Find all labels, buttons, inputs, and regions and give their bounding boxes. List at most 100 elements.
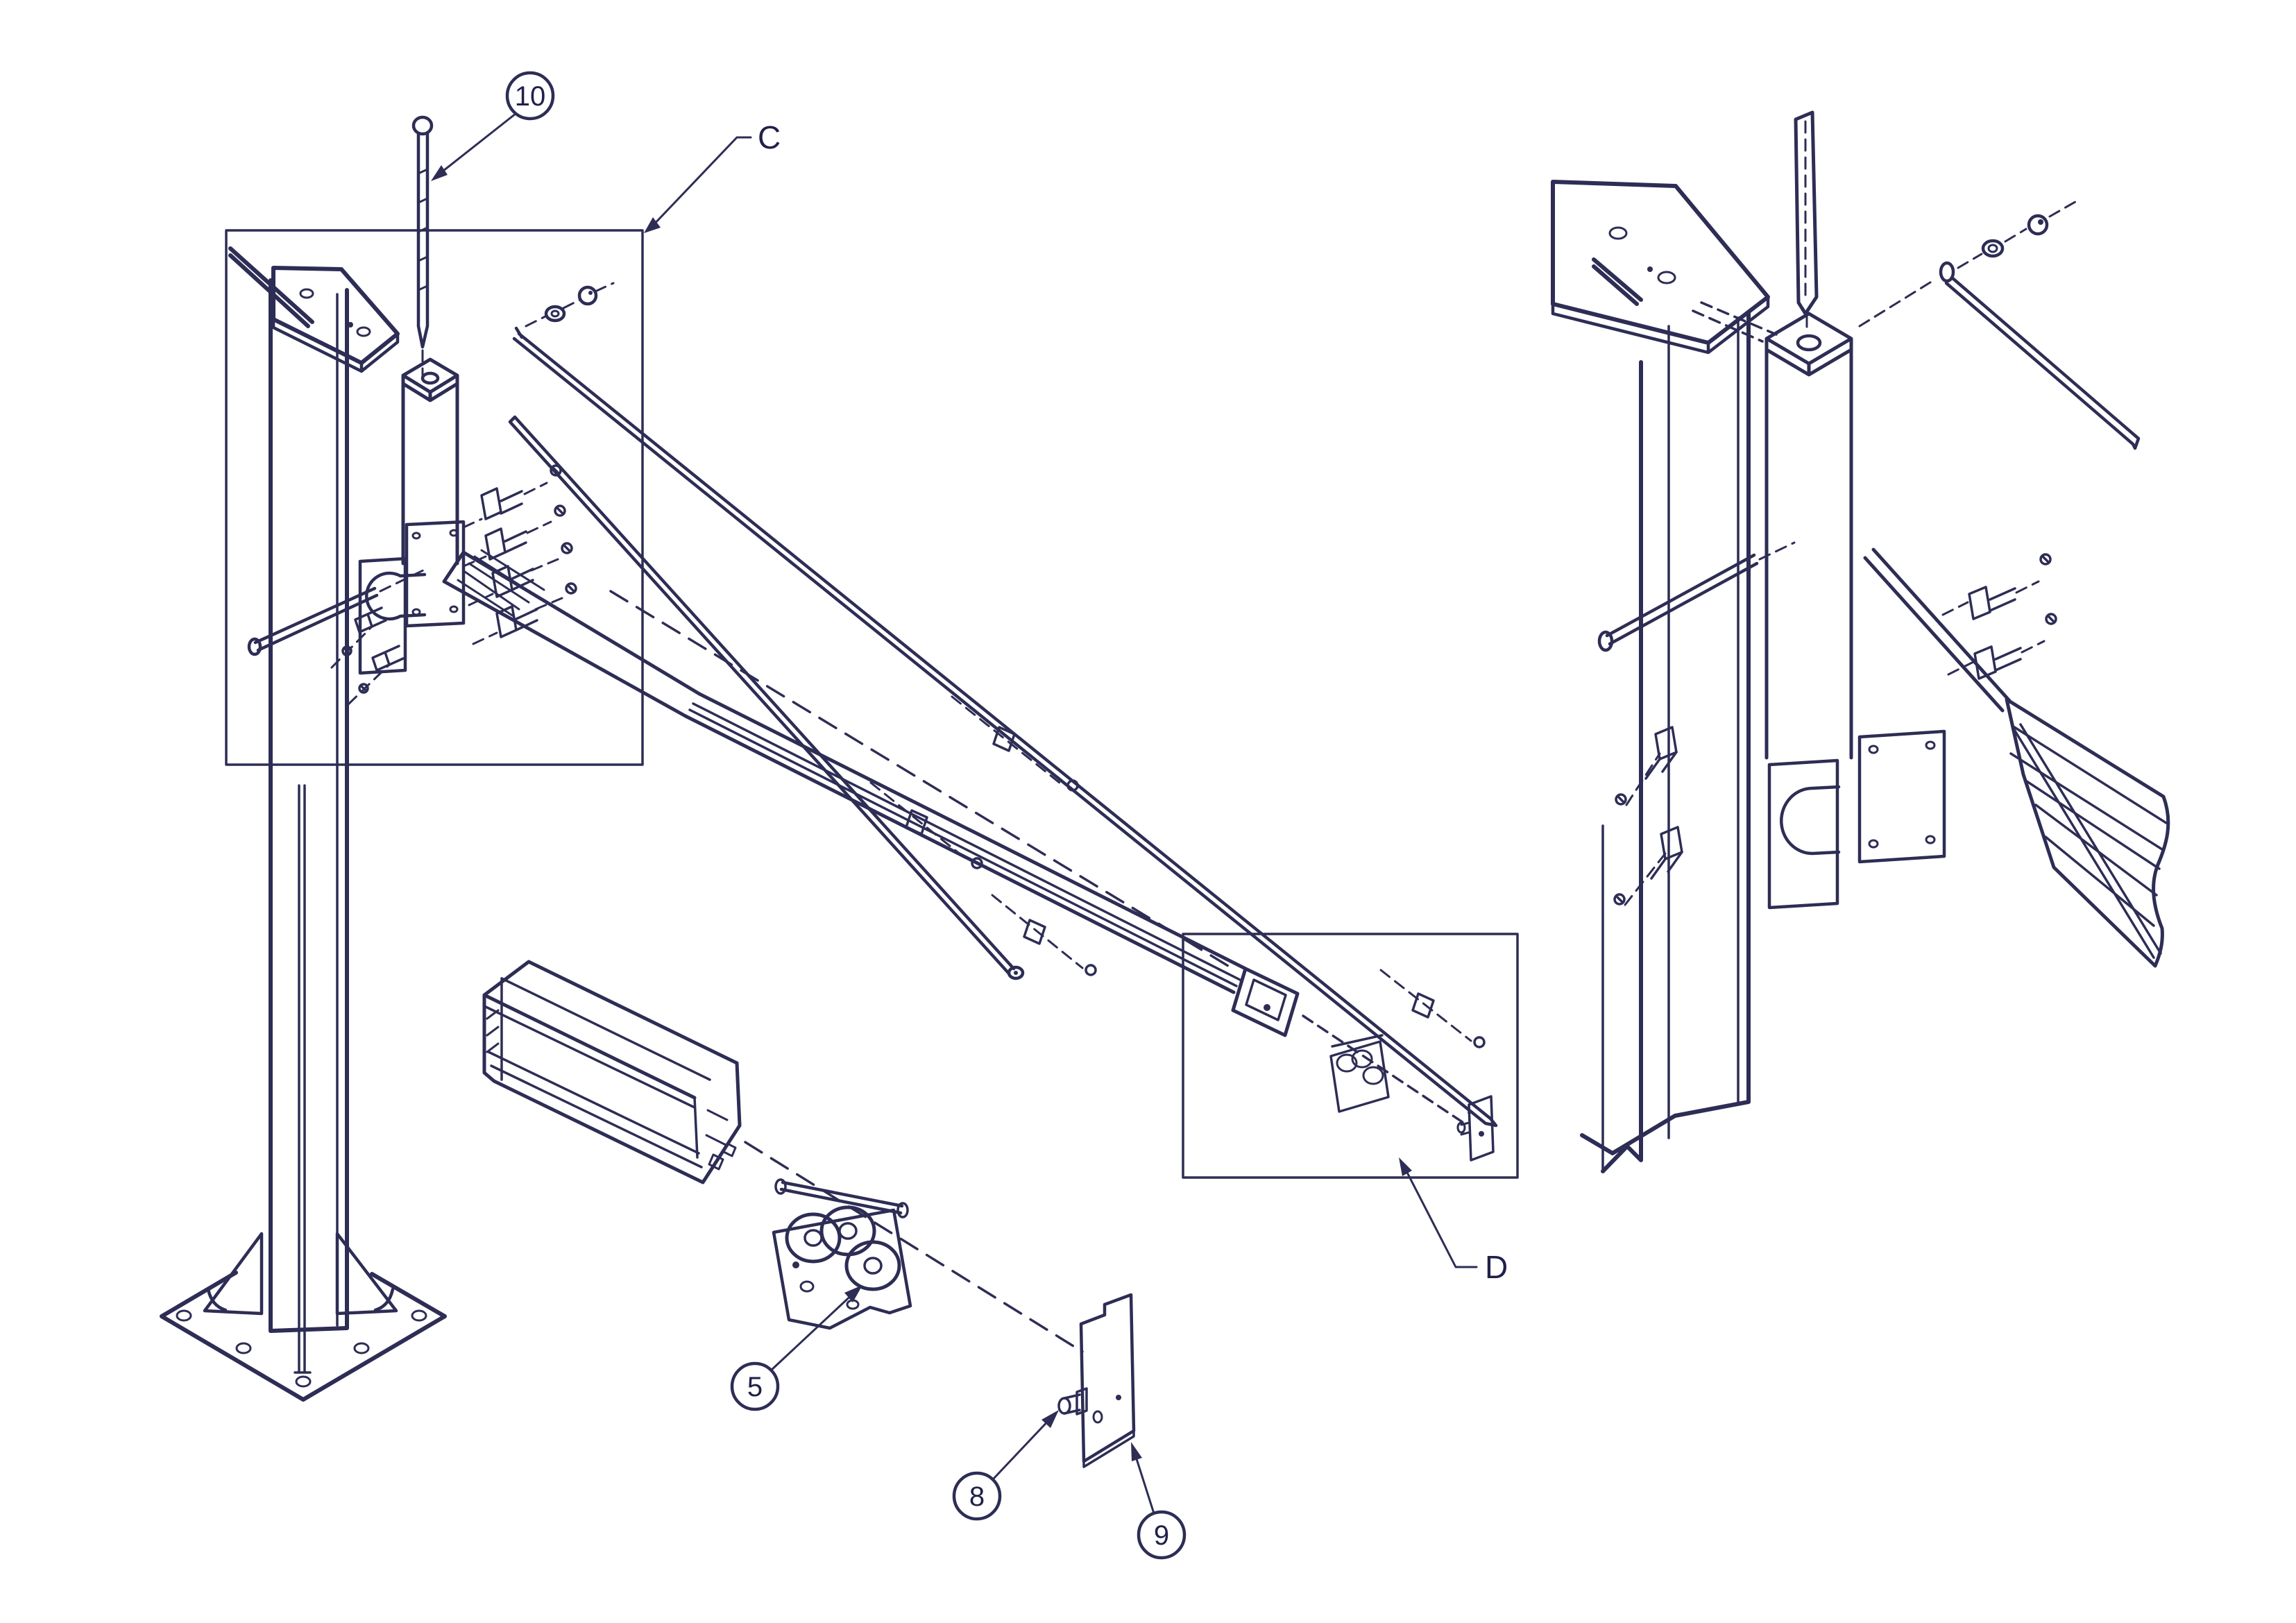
- main-exploded-view: 10 C D 5 8: [160, 71, 1519, 1560]
- arm-end-dot: [1264, 1004, 1270, 1011]
- rod-body: [508, 415, 1016, 976]
- bolt-head: [411, 115, 434, 136]
- u-bolt: [1779, 785, 1841, 856]
- detail-label-c: C: [644, 119, 781, 233]
- plate-hole: [1092, 1410, 1103, 1424]
- top-plate-holes: [299, 288, 371, 337]
- cap-nut-dot: [2038, 219, 2043, 225]
- callout-9: 9: [1131, 1442, 1187, 1560]
- rod-nut-bore: [1987, 244, 1998, 253]
- roller-2: [819, 1205, 876, 1257]
- catch-plate-item9: [1079, 1293, 1136, 1468]
- arrowhead: [1131, 1442, 1142, 1461]
- pivot-bracket: [358, 520, 466, 675]
- top-plate-thickness: [271, 317, 400, 373]
- detail-tension-rod: [1858, 198, 2141, 450]
- arm-body-inner: [688, 702, 1241, 987]
- extrusion-grooves: [483, 977, 711, 1169]
- arm-bolt-axes: [869, 695, 1472, 1042]
- leader: [769, 1291, 856, 1372]
- rod-body: [1944, 275, 2141, 450]
- arm-washers: [905, 726, 1435, 1019]
- plate-thickness: [1082, 1429, 1135, 1468]
- diagonal-brace: [1863, 547, 2013, 713]
- plate-outline: [1079, 1293, 1136, 1463]
- trolley-holes: [799, 1280, 860, 1310]
- pin-axis: [1758, 541, 1796, 561]
- plate-outline: [1551, 180, 1770, 345]
- brace-and-guardrail: [1863, 547, 2170, 968]
- leader: [991, 1416, 1053, 1481]
- detail-label-d: D: [1399, 1157, 1508, 1285]
- arm-end-tube: [1231, 967, 1300, 1037]
- arrowhead: [644, 217, 661, 233]
- washers: [1968, 586, 1997, 680]
- pin-axis: [379, 566, 430, 593]
- trolley-plate: [772, 1208, 912, 1330]
- pivot-bolt-groups: [462, 464, 577, 645]
- detail-left-bolts: [1613, 726, 1683, 906]
- rod-end-fitting: [1007, 965, 1025, 980]
- axes: [330, 625, 391, 706]
- balloon: [1137, 1510, 1187, 1560]
- bolt-item8: [1057, 1387, 1088, 1416]
- rod-nut-bore: [550, 309, 560, 318]
- guardrail-folds: [2012, 723, 2162, 959]
- rod-nut: [1981, 239, 2005, 258]
- roller-3: [844, 1240, 901, 1291]
- support-post: [228, 246, 349, 1374]
- arm-screws: [971, 779, 1486, 1048]
- extrusion-centerline: [744, 1141, 1084, 1353]
- rod-body: [512, 326, 1498, 1128]
- hinge-pin: [247, 566, 430, 656]
- balloon: [730, 1361, 780, 1411]
- extrusion-end-details: [486, 1009, 737, 1171]
- post-inner-lines: [294, 293, 339, 1374]
- axes: [1624, 752, 1667, 906]
- top-plate-outline: [271, 266, 400, 365]
- trolley-dot: [792, 1261, 799, 1268]
- front-plate: [358, 556, 407, 675]
- arrowhead: [1041, 1410, 1059, 1428]
- pin-body: [1605, 553, 1759, 646]
- rod-end-dot: [1014, 971, 1018, 975]
- detail-right-bolts: [1941, 553, 2057, 680]
- screw-heads: [2039, 553, 2057, 625]
- bolt-stubs: [1644, 751, 1683, 880]
- cap-outline: [1764, 312, 1853, 377]
- axle-end-right: [896, 1202, 909, 1218]
- leader: [1132, 1449, 1155, 1515]
- detail-d-label: D: [1485, 1249, 1508, 1285]
- pivot-post: [401, 357, 459, 566]
- counterweight-extrusion: [482, 960, 1084, 1353]
- bolt-axes: [462, 482, 563, 645]
- cap-hole: [1796, 334, 1822, 352]
- anchor-bolt-item10: [411, 115, 434, 380]
- callout-5: 5: [730, 1285, 862, 1411]
- detail-box-d: [1182, 933, 1519, 1179]
- base-gussets: [203, 1232, 398, 1316]
- arrowhead: [431, 165, 448, 181]
- mini-plate: [1468, 1095, 1495, 1162]
- bolt-stubs: [500, 490, 538, 631]
- cap-nut: [2027, 214, 2049, 236]
- detail-box-c: [225, 229, 644, 766]
- tension-rod-upper: [512, 282, 1498, 1128]
- arrowhead: [1399, 1157, 1412, 1176]
- screw-heads: [341, 645, 369, 694]
- extrusion-outline: [482, 960, 742, 1184]
- pivot-cap: [401, 357, 459, 402]
- mini-rollers: [1336, 1049, 1384, 1085]
- leader: [439, 112, 517, 175]
- detail-hinge-pin: [1597, 541, 1796, 652]
- flag-blade: [1794, 110, 1819, 333]
- mini-bolt: [1456, 1121, 1470, 1136]
- detail-post: [1580, 257, 1751, 1173]
- screw-heads: [1613, 793, 1627, 906]
- arm-root-hatch: [457, 549, 545, 618]
- cap-nut-dot: [588, 291, 593, 295]
- plate-thickness: [1551, 295, 1770, 355]
- trolley-axle: [779, 1180, 904, 1215]
